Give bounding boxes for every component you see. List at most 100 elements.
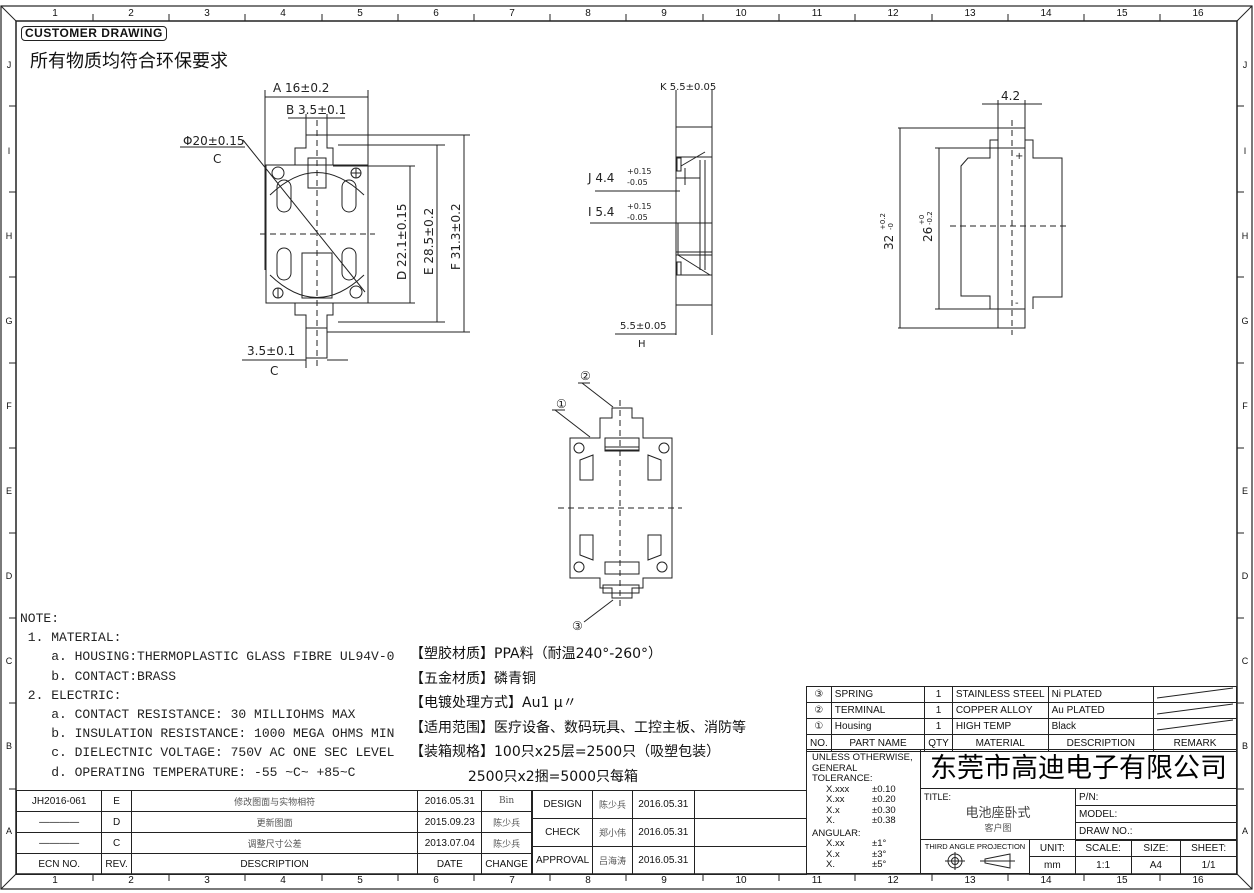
- bom-remark: [1152, 718, 1238, 735]
- rev-change: Bin: [481, 790, 532, 812]
- note-line: 2. ELECTRIC:: [20, 687, 122, 703]
- balloon-housing: ①: [556, 397, 567, 411]
- dim-d: D 22.1±0.15: [395, 203, 409, 280]
- note-line: b. CONTACT:BRASS: [20, 668, 177, 684]
- zone-col-9: 9: [661, 875, 667, 886]
- side-view-drawing: K 5.5±0.05 J 4.4 +0.15 -0.05 I 5.4 +0.15…: [587, 82, 716, 350]
- rev-ecn: ————: [15, 832, 103, 854]
- zone-col-4: 4: [280, 875, 286, 886]
- bom-desc: Au PLATED: [1047, 702, 1154, 719]
- zone-col-14: 14: [1040, 8, 1052, 19]
- zone-col-5: 5: [357, 8, 363, 19]
- rev-header-desc: DESCRIPTION: [130, 853, 419, 875]
- zone-row-j: J: [1242, 60, 1248, 70]
- bom-qty: 1: [924, 686, 953, 703]
- zone-col-13: 13: [964, 875, 976, 886]
- zone-row-i: I: [7, 146, 11, 156]
- bom-part: Housing: [830, 718, 926, 735]
- tol-key: X.xx: [826, 794, 845, 805]
- zone-col-3: 3: [204, 875, 210, 886]
- revision-row: JH2016-061 E 修改图面与实物相符 2016.05.31 Bin: [15, 790, 532, 812]
- zone-row-e: E: [5, 486, 12, 496]
- approval-table: DESIGN 陈少兵 2016.05.31 CHECK 郑小伟 2016.05.…: [531, 790, 808, 875]
- revision-header-row: ECN NO. REV. DESCRIPTION DATE CHANGE: [15, 853, 532, 875]
- bill-of-materials: ③ SPRING 1 STAINLESS STEEL Ni PLATED ② T…: [806, 686, 1238, 752]
- zone-row-i: I: [1243, 146, 1247, 156]
- approval-name: 吕海涛: [592, 846, 633, 875]
- size-value: A4: [1130, 856, 1182, 875]
- rev-change: 陈少兵: [481, 811, 532, 833]
- general-tolerance-block: UNLESS OTHERWISE, GENERAL TOLERANCE: X.x…: [806, 749, 921, 874]
- balloon-spring: ③: [572, 619, 583, 633]
- spec-line: 【适用范围】医疗设备、数码玩具、工控主板、消防等: [410, 719, 746, 736]
- bom-remark: [1152, 686, 1238, 703]
- bom-row: ① Housing 1 HIGH TEMP Black: [806, 718, 1238, 735]
- zone-col-15: 15: [1116, 8, 1128, 19]
- bom-part: SPRING: [830, 686, 926, 703]
- bom-row: ③ SPRING 1 STAINLESS STEEL Ni PLATED: [806, 686, 1238, 703]
- dim-e: E 28.5±0.2: [422, 208, 436, 275]
- tol-val: ±3°: [872, 848, 887, 860]
- zone-row-j: J: [6, 60, 12, 70]
- dim-j: J 4.4: [587, 171, 614, 185]
- zone-col-10: 10: [735, 875, 747, 886]
- tolerance-heading-1: UNLESS OTHERWISE,: [812, 752, 913, 763]
- zone-col-12: 12: [887, 8, 899, 19]
- bom-desc: Ni PLATED: [1047, 686, 1154, 703]
- zone-row-h: H: [1241, 231, 1249, 241]
- rev-letter: D: [101, 811, 132, 833]
- size-label: SIZE:: [1130, 839, 1182, 857]
- rev-letter: E: [101, 790, 132, 812]
- draw-no-label: DRAW NO.:: [1075, 822, 1237, 841]
- bom-header-row: NO. PART NAME QTY MATERIAL DESCRIPTION R…: [806, 734, 1238, 752]
- zone-col-5: 5: [357, 875, 363, 886]
- dim-inner: 26: [921, 227, 935, 242]
- dim-c-bottom: 3.5±0.1: [247, 344, 295, 358]
- rev-ecn: ————: [15, 811, 103, 833]
- approval-row: APPROVAL 吕海涛 2016.05.31: [531, 846, 808, 875]
- tol-val: ±5°: [872, 859, 887, 870]
- zone-row-e: E: [1241, 486, 1248, 496]
- zone-col-1: 1: [52, 875, 58, 886]
- bom-no: ③: [806, 686, 832, 703]
- approval-date: 2016.05.31: [631, 818, 695, 847]
- angular-label: ANGULAR:: [812, 827, 861, 839]
- chinese-specs: 【塑胶材质】PPA料（耐温240°-260°） 【五金材质】磷青铜 【电镀处理方…: [410, 642, 746, 789]
- zone-row-g: G: [5, 316, 13, 326]
- bom-row: ② TERMINAL 1 COPPER ALLOY Au PLATED: [806, 702, 1238, 719]
- bom-desc: Black: [1047, 718, 1154, 735]
- balloon-terminal: ②: [580, 369, 591, 383]
- zone-col-7: 7: [509, 8, 515, 19]
- tolerance-heading-2: GENERAL TOLERANCE:: [812, 762, 873, 784]
- spec-line: 【电镀处理方式】Au1 μ〃: [410, 695, 577, 711]
- zone-row-f: F: [1242, 401, 1248, 411]
- rev-change: 陈少兵: [481, 832, 532, 854]
- zone-col-16: 16: [1192, 8, 1204, 19]
- notes-title: NOTE:: [20, 611, 60, 626]
- scale-value: 1:1: [1074, 856, 1132, 875]
- drawing-title: 电池座卧式: [965, 806, 1031, 821]
- zone-row-d: D: [5, 571, 13, 581]
- rev-ecn: JH2016-061: [15, 790, 103, 812]
- zone-row-f: F: [6, 401, 12, 411]
- bom-material: HIGH TEMP: [951, 718, 1049, 735]
- polarity-plus: +: [1015, 151, 1023, 162]
- rev-desc: 修改图面与实物相符: [130, 790, 419, 812]
- rev-date: 2015.09.23: [417, 811, 483, 833]
- zone-col-2: 2: [128, 875, 134, 886]
- spec-line: 【五金材质】磷青铜: [410, 670, 536, 687]
- revision-history-table: JH2016-061 E 修改图面与实物相符 2016.05.31 Bin ——…: [15, 790, 532, 875]
- zone-col-12: 12: [887, 875, 899, 886]
- zone-col-11: 11: [811, 875, 823, 886]
- bom-no: ①: [806, 718, 832, 735]
- approval-blank: [693, 846, 808, 875]
- dim-i-tol-upper: +0.15: [627, 202, 652, 211]
- zone-col-7: 7: [509, 875, 515, 886]
- bom-qty: 1: [924, 702, 953, 719]
- company-name: 东莞市高迪电子有限公司: [920, 749, 1237, 789]
- bom-remark: [1152, 702, 1238, 719]
- dim-i-tol-lower: -0.05: [627, 213, 648, 222]
- approval-role: CHECK: [531, 818, 594, 847]
- bom-header-desc: DESCRIPTION: [1047, 734, 1154, 752]
- approval-row: CHECK 郑小伟 2016.05.31: [531, 818, 808, 847]
